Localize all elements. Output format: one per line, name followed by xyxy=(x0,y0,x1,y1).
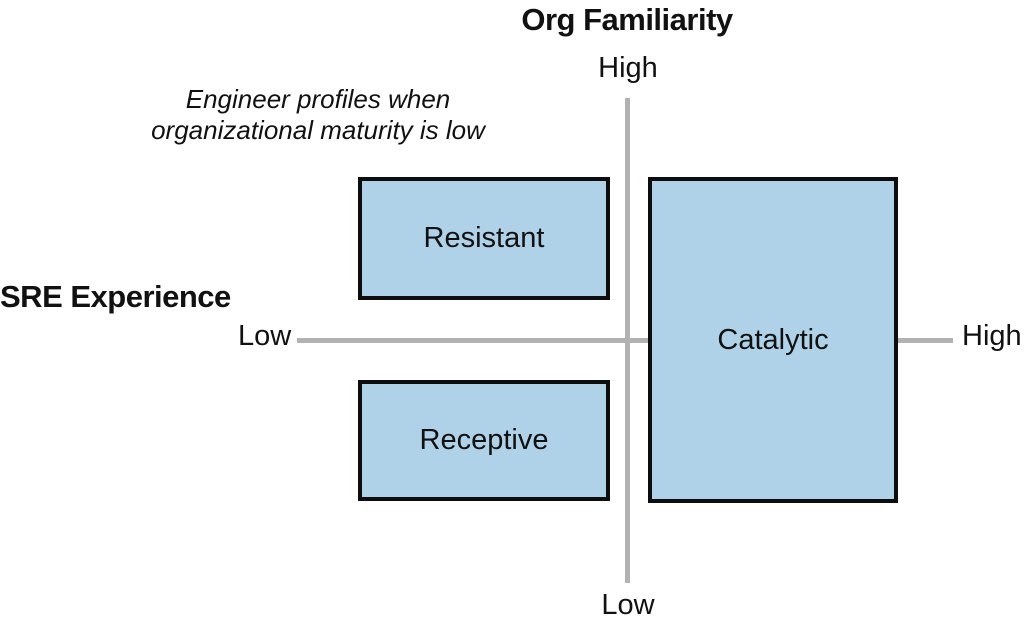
resistant-box-label: Resistant xyxy=(423,222,545,254)
horizontal-axis-low-label: Low xyxy=(238,320,292,352)
annotation-line-1: Engineer profiles when xyxy=(185,84,451,114)
vertical-axis-low-label: Low xyxy=(601,589,655,621)
resistant-box: Resistant xyxy=(358,177,610,300)
receptive-box: Receptive xyxy=(358,380,610,501)
catalytic-box-label: Catalytic xyxy=(717,323,829,356)
annotation-text: Engineer profiles when organizational ma… xyxy=(151,84,485,146)
horizontal-axis-high-label: High xyxy=(962,320,1022,352)
catalytic-box: Catalytic xyxy=(648,177,898,503)
horizontal-axis-title: SRE Experience xyxy=(0,279,231,314)
vertical-axis-high-label: High xyxy=(598,52,658,84)
vertical-axis-title: Org Familiarity xyxy=(521,2,733,37)
annotation-line-2: organizational maturity is low xyxy=(151,115,485,145)
horizontal-axis-line xyxy=(297,338,953,343)
receptive-box-label: Receptive xyxy=(419,424,549,456)
